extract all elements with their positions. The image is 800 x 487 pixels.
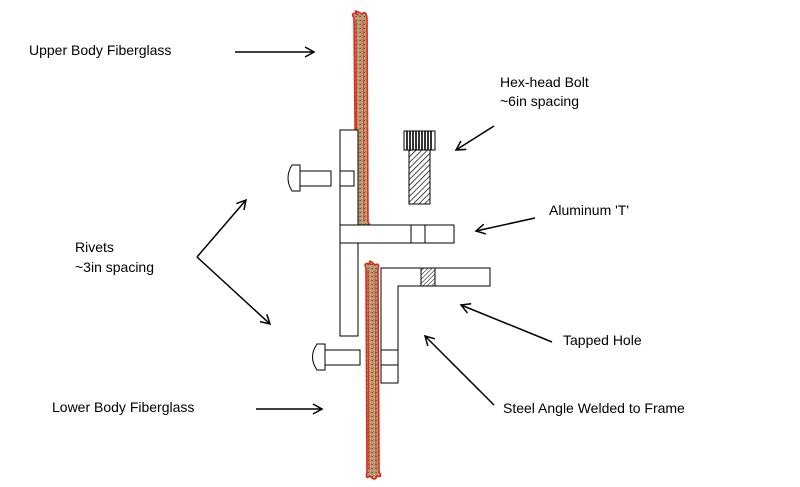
tapped-hole: [420, 267, 436, 287]
arrow-steel-angle: [423, 334, 495, 406]
t-flange-bolt-hole: [410, 225, 426, 243]
upper-rivet: [287, 164, 355, 192]
label-lower-body-fiberglass: Lower Body Fiberglass: [52, 399, 195, 415]
label-aluminum-t: Aluminum 'T': [549, 202, 630, 218]
hex-head-bolt: [403, 130, 436, 205]
callout-arrows: [196, 46, 553, 415]
steel-angle: [380, 267, 491, 384]
label-rivet-spacing: ~3in spacing: [75, 259, 155, 275]
arrow-tapped-hole: [459, 303, 553, 343]
arrow-rivet-lower: [196, 256, 272, 326]
label-rivets: Rivets: [75, 239, 114, 255]
aluminum-t-flange: [339, 224, 455, 244]
aluminum-t-lower-web: [339, 242, 359, 337]
label-hex-head-bolt: Hex-head Bolt: [500, 74, 589, 90]
label-hex-bolt-spacing: ~6in spacing: [500, 93, 580, 109]
label-upper-body-fiberglass: Upper Body Fiberglass: [29, 42, 172, 58]
label-steel-angle: Steel Angle Welded to Frame: [503, 400, 685, 416]
arrow-rivet-upper: [196, 198, 248, 258]
arrow-aluminum-t: [474, 217, 536, 235]
arrow-hex-bolt: [454, 125, 495, 151]
label-tapped-hole: Tapped Hole: [563, 332, 642, 348]
lower-fiberglass-panel: [364, 260, 382, 480]
lower-rivet: [312, 343, 399, 371]
